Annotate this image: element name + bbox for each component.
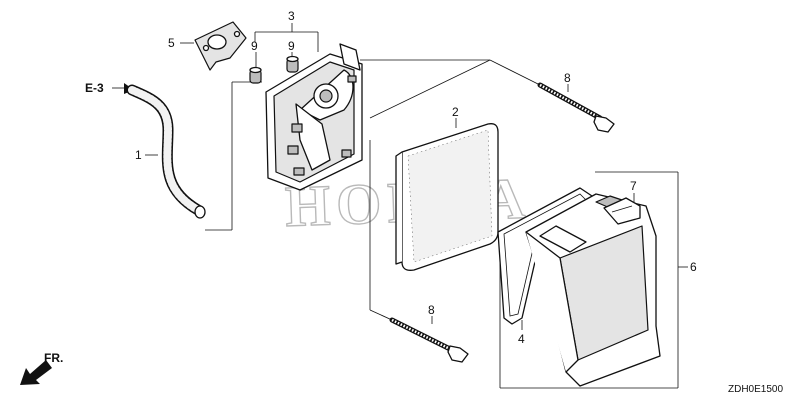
callout-2: 2 — [452, 105, 459, 119]
callout-9-left: 9 — [251, 39, 258, 53]
drawing-code: ZDH0E1500 — [728, 384, 783, 395]
cover-clip — [603, 197, 641, 225]
callout-3: 3 — [288, 9, 295, 23]
gasket-part — [194, 21, 247, 71]
collar-parts — [249, 55, 299, 84]
callout-6: 6 — [690, 260, 697, 274]
front-arrow-icon — [20, 360, 52, 385]
callout-9-right: 9 — [288, 39, 295, 53]
leader-lines — [112, 23, 688, 389]
front-direction-label: FR. — [44, 351, 63, 365]
bolt-top — [537, 82, 615, 133]
air-cleaner-cover — [525, 193, 661, 387]
air-cleaner-case — [265, 43, 363, 191]
callout-e3: E-3 — [85, 81, 104, 95]
callout-7: 7 — [630, 179, 637, 193]
callout-4: 4 — [518, 332, 525, 346]
filter-element — [395, 123, 499, 271]
callout-1: 1 — [135, 148, 142, 162]
callout-5: 5 — [168, 36, 175, 50]
callout-8-bottom: 8 — [428, 303, 435, 317]
callout-8-top: 8 — [564, 71, 571, 85]
breather-tube — [126, 84, 206, 219]
bolt-bottom — [389, 317, 469, 363]
